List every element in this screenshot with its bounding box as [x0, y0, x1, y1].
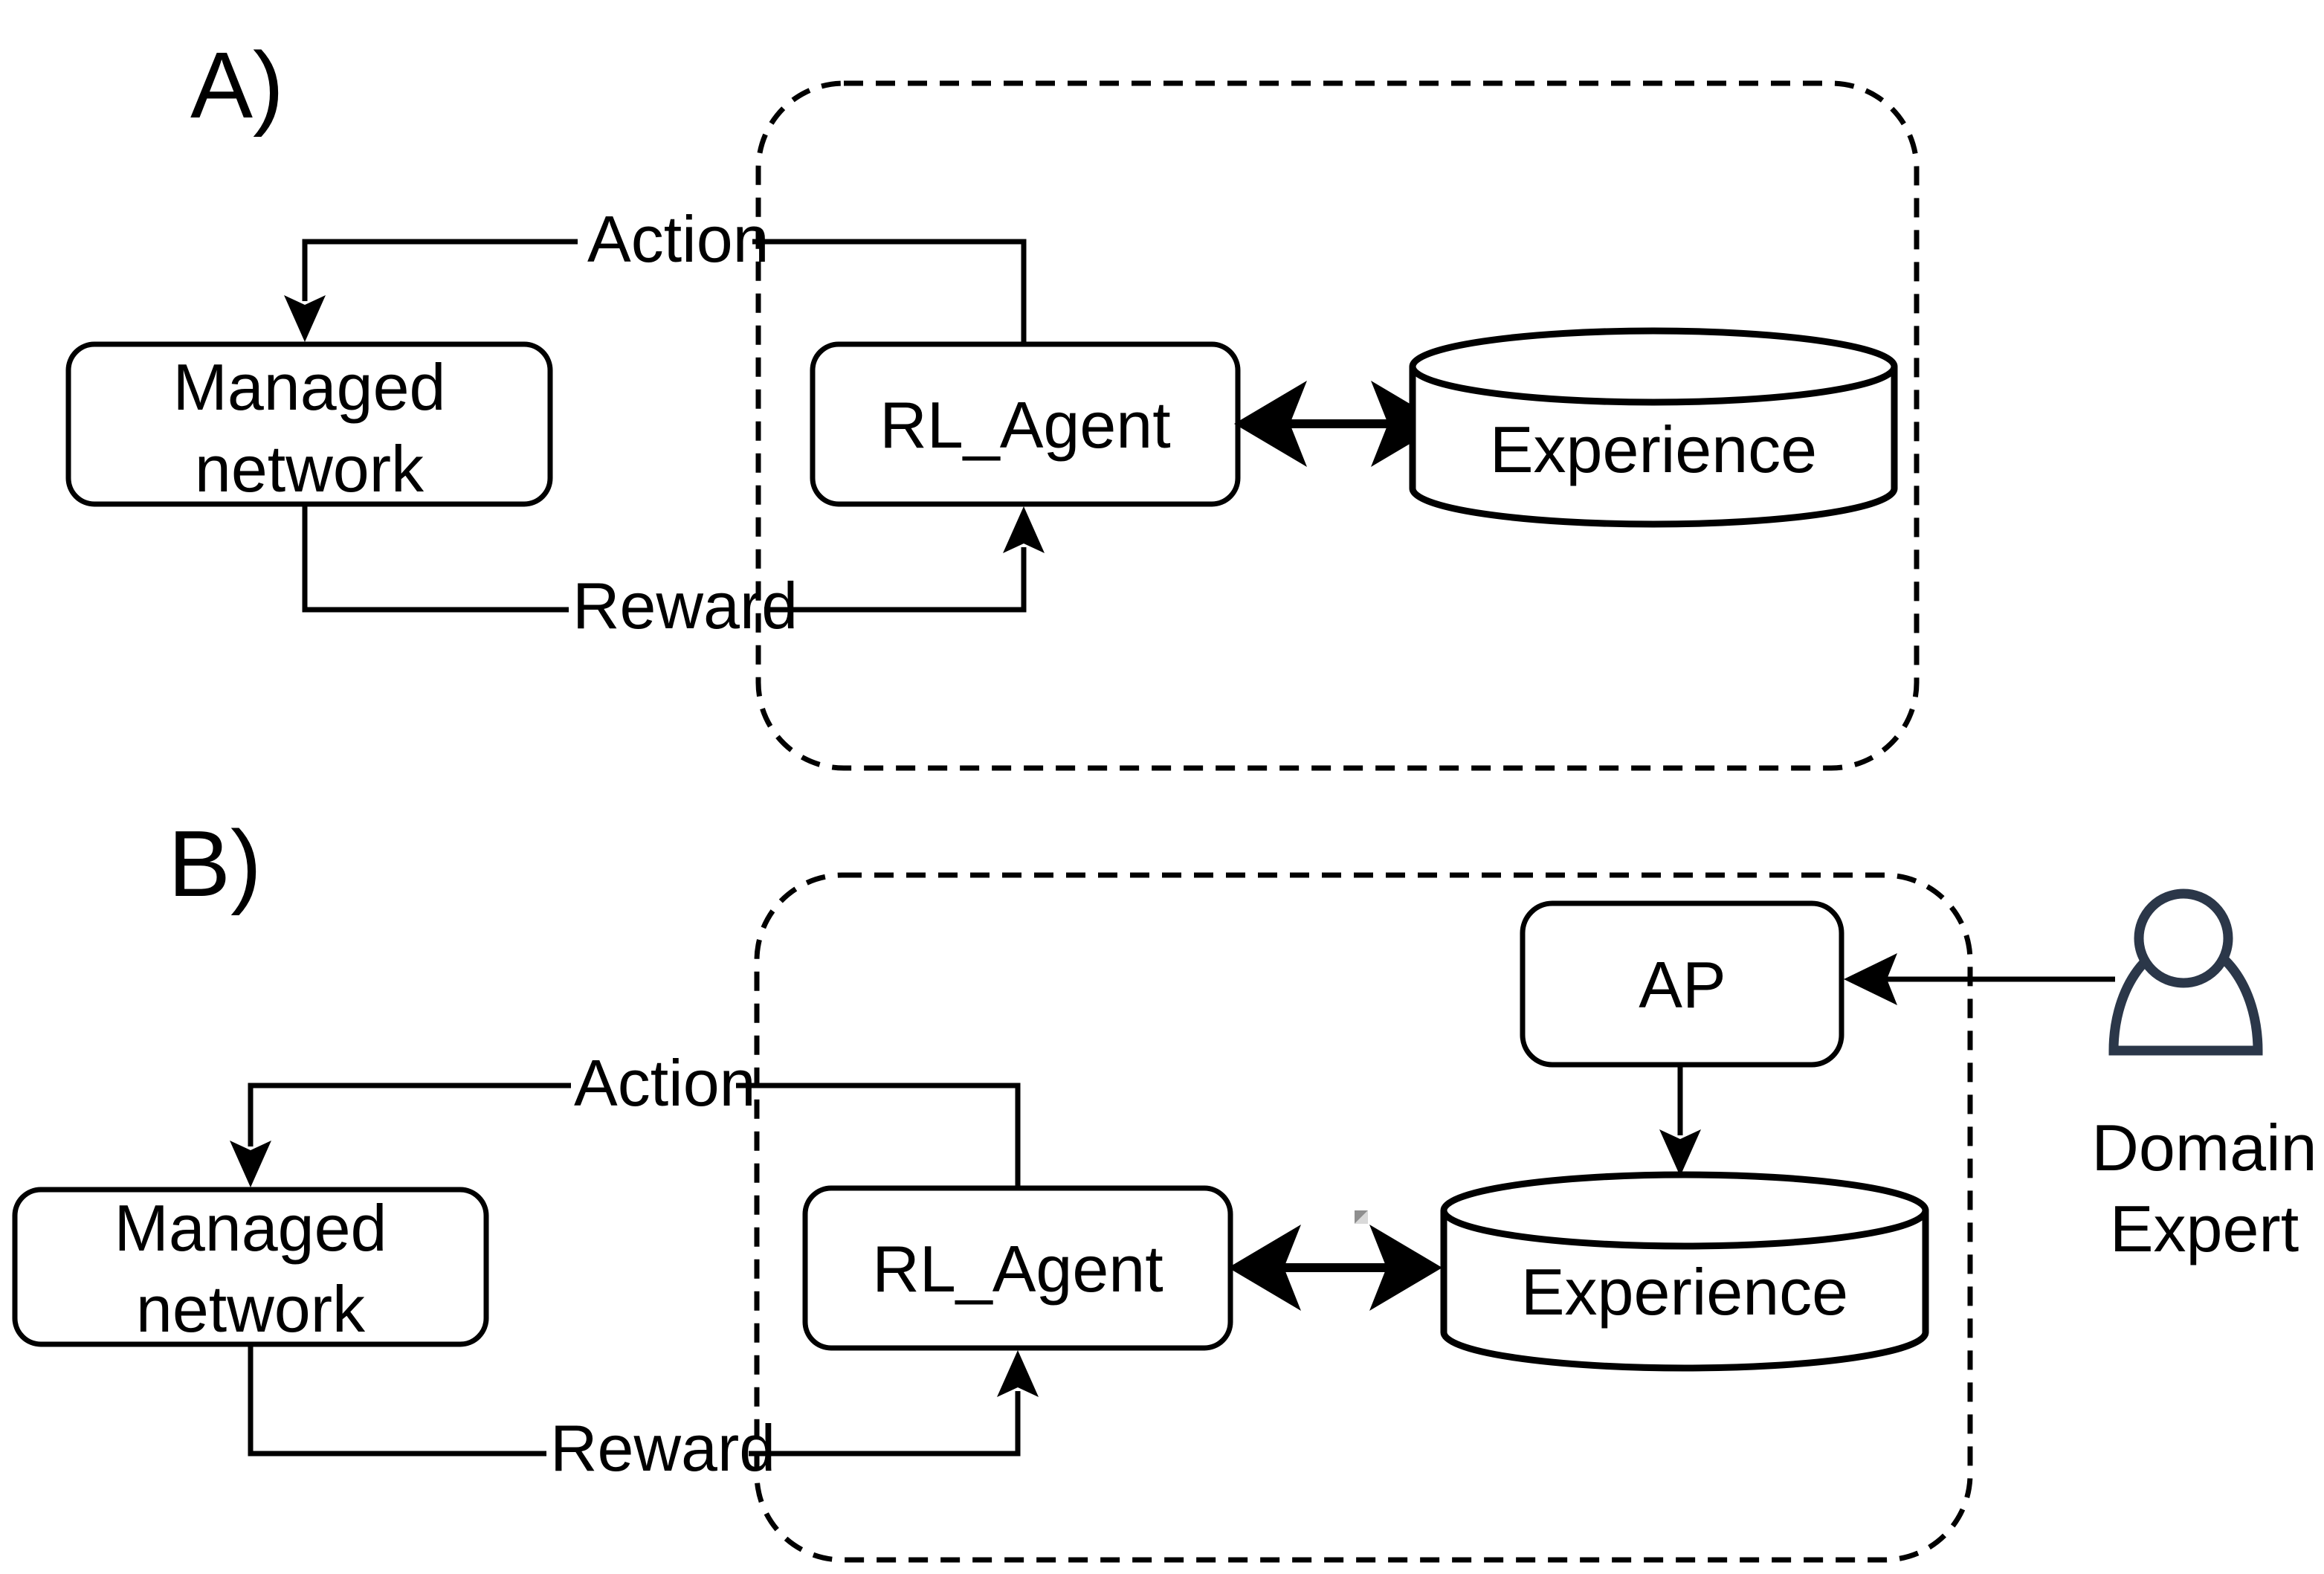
ap-arrowhead	[1659, 1129, 1701, 1176]
action-arrowhead-b	[230, 1141, 271, 1187]
action-line-a-right	[752, 239, 1027, 344]
ap-to-experience-arrow	[1659, 1065, 1701, 1176]
action-line-b-right	[736, 1083, 1021, 1188]
experience-store-a: Experience	[1409, 327, 1898, 528]
cursor-artifact	[1355, 1210, 1368, 1224]
reward-connector-b: Reward	[248, 1344, 1039, 1485]
experience-label-a: Experience	[1490, 413, 1817, 486]
reward-line-b-right	[749, 1391, 1021, 1457]
action-connector-a: Action	[284, 202, 1027, 344]
rl-agent-node-b: RL_Agent	[802, 1185, 1233, 1351]
experience-label-b: Experience	[1521, 1255, 1848, 1329]
managed-network-box-b	[12, 1187, 489, 1347]
reward-arrowhead-a	[1003, 506, 1045, 553]
agent-boundary-a	[755, 80, 1920, 771]
diagram-a: A) Action Reward Managed network RL_Agen…	[65, 33, 1920, 771]
reward-line-a-left	[302, 504, 569, 613]
double-arrow-right-head-b	[1369, 1225, 1442, 1311]
double-arrow-left-head-a	[1234, 381, 1307, 467]
reward-arrowhead-b	[997, 1350, 1039, 1397]
ap-node: AP	[1520, 900, 1844, 1068]
action-arrowhead-a	[284, 295, 326, 342]
agent-experience-link-b	[1228, 1225, 1442, 1311]
rl-agent-node-a: RL_Agent	[810, 341, 1241, 507]
reward-label-a: Reward	[572, 569, 798, 642]
managed-network-node-b: Managed network	[12, 1187, 489, 1347]
experience-store-b: Experience	[1440, 1171, 1929, 1372]
experience-cylinder-top-a	[1409, 327, 1898, 406]
managed-network-label-a-line2: network	[195, 432, 425, 506]
action-label-b: Action	[574, 1046, 756, 1120]
double-arrow-left-head-b	[1228, 1225, 1301, 1311]
agent-boundary-b	[754, 872, 1973, 1563]
expert-to-ap-arrow	[1844, 953, 2115, 1005]
domain-expert-label-line2: Expert	[2110, 1192, 2299, 1265]
section-b-label: B)	[168, 811, 262, 916]
domain-expert-label-line1: Domain	[2091, 1111, 2317, 1184]
managed-network-label-b-line1: Managed	[114, 1191, 387, 1265]
section-a-label: A)	[190, 33, 284, 138]
double-arrow-right-head-a	[1371, 381, 1444, 467]
reward-connector-a: Reward	[302, 504, 1045, 642]
rl-agent-label-a: RL_Agent	[879, 388, 1170, 462]
reward-label-b: Reward	[550, 1411, 775, 1485]
ap-label: AP	[1639, 948, 1726, 1022]
action-line-b-left	[248, 1083, 571, 1146]
experience-cylinder-body-a	[1409, 367, 1898, 528]
cursor-artifact-light	[1355, 1210, 1368, 1224]
action-label-a: Action	[587, 202, 769, 276]
expert-arrowhead	[1844, 953, 1897, 1005]
managed-network-box-a	[65, 341, 553, 507]
agent-experience-link-a	[1234, 381, 1444, 467]
managed-network-label-a-line1: Managed	[173, 350, 446, 424]
managed-network-node-a: Managed network	[65, 341, 553, 507]
experience-cylinder-top-b	[1440, 1171, 1929, 1250]
experience-cylinder-body-b	[1440, 1210, 1929, 1372]
action-connector-b: Action	[230, 1046, 1021, 1188]
domain-expert: Domain Expert	[2091, 888, 2317, 1265]
reward-line-b-left	[248, 1344, 546, 1457]
rl-agent-label-b: RL_Agent	[872, 1232, 1163, 1306]
diagram-b: B) Action Reward Managed network RL_Agen…	[12, 811, 2317, 1563]
action-line-a-left	[302, 239, 578, 301]
managed-network-label-b-line2: network	[136, 1272, 366, 1346]
person-head-icon	[2134, 888, 2233, 988]
reward-line-a-right	[764, 547, 1027, 613]
